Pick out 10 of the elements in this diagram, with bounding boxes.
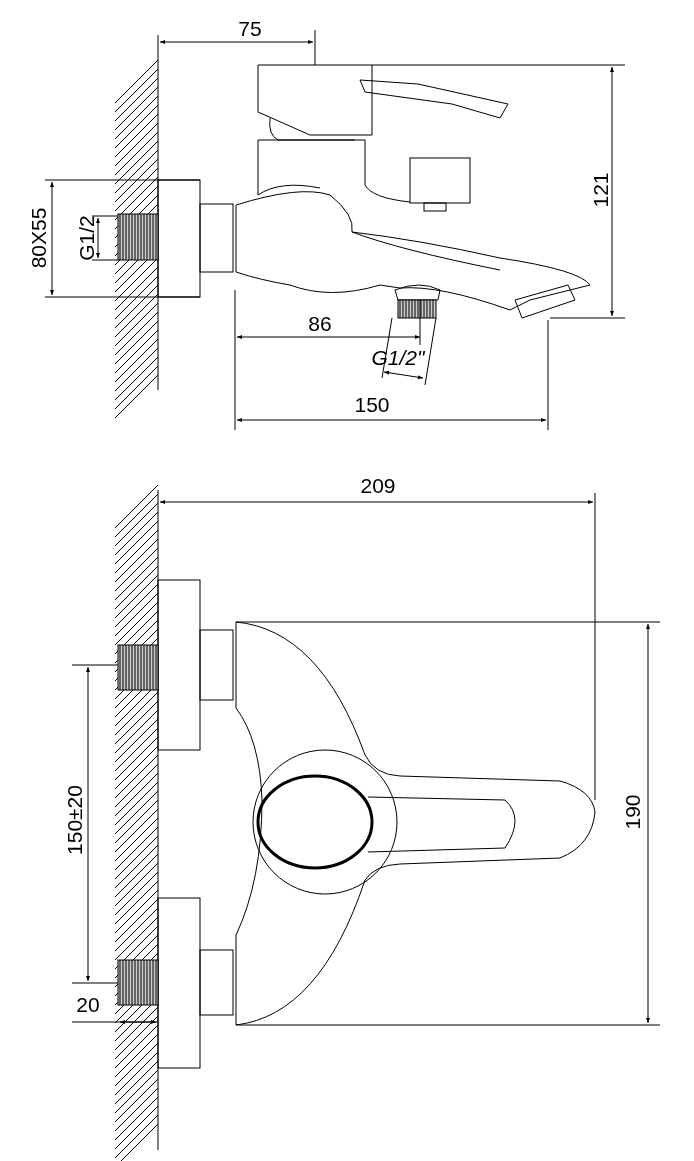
dimension-label: 121: [589, 172, 611, 208]
dimension-label: 80X55: [27, 207, 49, 269]
dimension-label: 150: [354, 393, 390, 415]
dimension-label: 20: [76, 993, 100, 1015]
dimension-label: G1/2: [75, 215, 97, 261]
dimension-label: 150±20: [63, 785, 85, 855]
dimension-label: 190: [621, 794, 643, 830]
dimension-label: 86: [308, 312, 332, 334]
dimension-label: 75: [238, 17, 262, 39]
dimension-label: 209: [360, 474, 396, 496]
